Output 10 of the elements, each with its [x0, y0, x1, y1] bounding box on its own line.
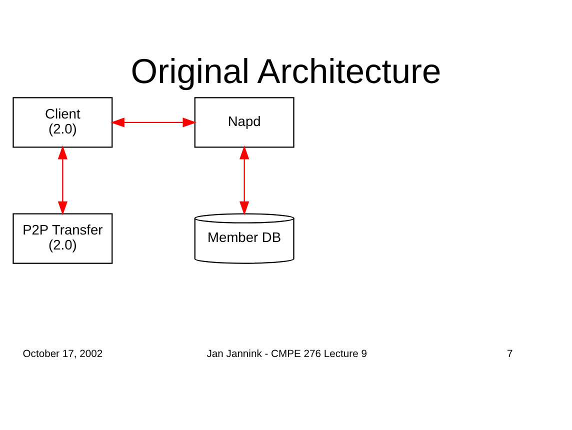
arrow [239, 145, 250, 216]
label: Jan Jannink - CMPE 276 Lecture 9 [206, 349, 367, 360]
node-box: P2P Transfer (2.0) [12, 213, 113, 264]
arrow [110, 118, 197, 128]
arrow [58, 145, 68, 216]
node-box: Client (2.0) [12, 97, 113, 148]
label: 7 [507, 349, 513, 360]
label: October 17, 2002 [22, 349, 103, 360]
node-box: Napd [194, 97, 294, 148]
diagram-title: Original Architecture [130, 52, 442, 91]
